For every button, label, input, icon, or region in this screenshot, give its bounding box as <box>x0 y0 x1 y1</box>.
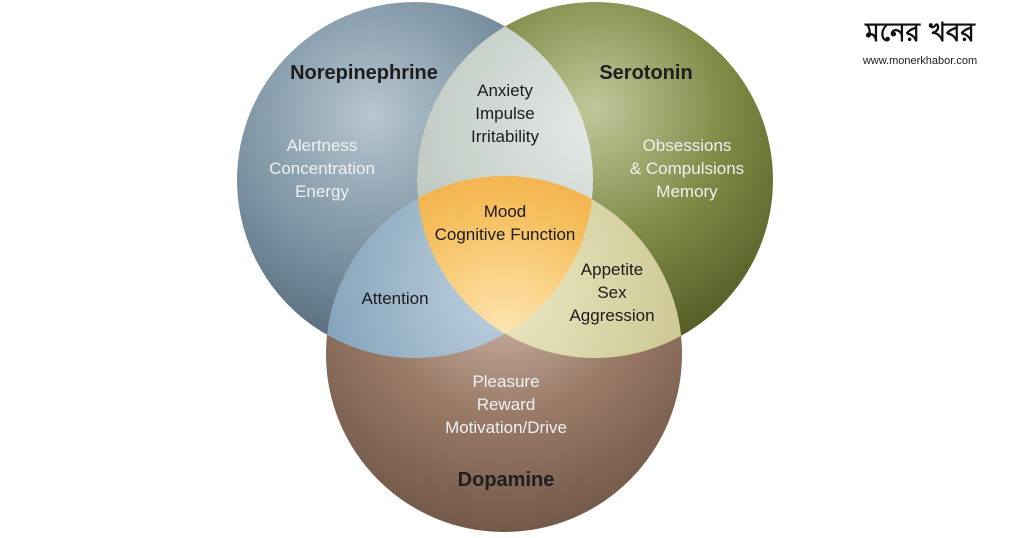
overlap-ne-da-labels: Attention <box>361 287 428 310</box>
center-labels: Mood Cognitive Function <box>435 200 576 246</box>
function-impulse: Impulse <box>475 104 535 123</box>
overlap-se-da-labels: Appetite Sex Aggression <box>569 258 654 327</box>
brand-logo: মনের খবর <box>865 18 975 48</box>
function-obsessions: Obsessions <box>642 136 732 155</box>
function-attention: Attention <box>361 289 429 308</box>
function-cognitive: Cognitive Function <box>434 225 576 244</box>
function-compulsions: & Compulsions <box>629 159 745 178</box>
function-irritability: Irritability <box>470 127 540 146</box>
function-memory: Memory <box>656 182 718 201</box>
function-concentration: Concentration <box>269 159 375 178</box>
function-alertness: Alertness <box>286 136 358 155</box>
function-pleasure: Pleasure <box>472 372 540 391</box>
brand-block: মনের খবর www.monerkhabor.com <box>838 16 1002 68</box>
dopamine-title: Dopamine <box>457 469 555 491</box>
function-mood: Mood <box>483 202 527 221</box>
function-sex: Sex <box>597 283 627 302</box>
function-reward: Reward <box>476 395 536 414</box>
serotonin-functions: Obsessions & Compulsions Memory <box>630 134 744 203</box>
function-aggression: Aggression <box>569 306 655 325</box>
overlap-ne-se-labels: Anxiety Impulse Irritability <box>471 79 539 148</box>
serotonin-title: Serotonin <box>599 62 693 84</box>
function-motivation: Motivation/Drive <box>445 418 567 437</box>
function-anxiety: Anxiety <box>477 81 533 100</box>
brand-url: www.monerkhabor.com <box>862 55 978 67</box>
dopamine-functions: Pleasure Reward Motivation/Drive <box>445 370 567 439</box>
norepinephrine-functions: Alertness Concentration Energy <box>269 134 375 203</box>
function-appetite: Appetite <box>580 260 644 279</box>
function-energy: Energy <box>295 182 349 201</box>
norepinephrine-title: Norepinephrine <box>290 62 438 84</box>
